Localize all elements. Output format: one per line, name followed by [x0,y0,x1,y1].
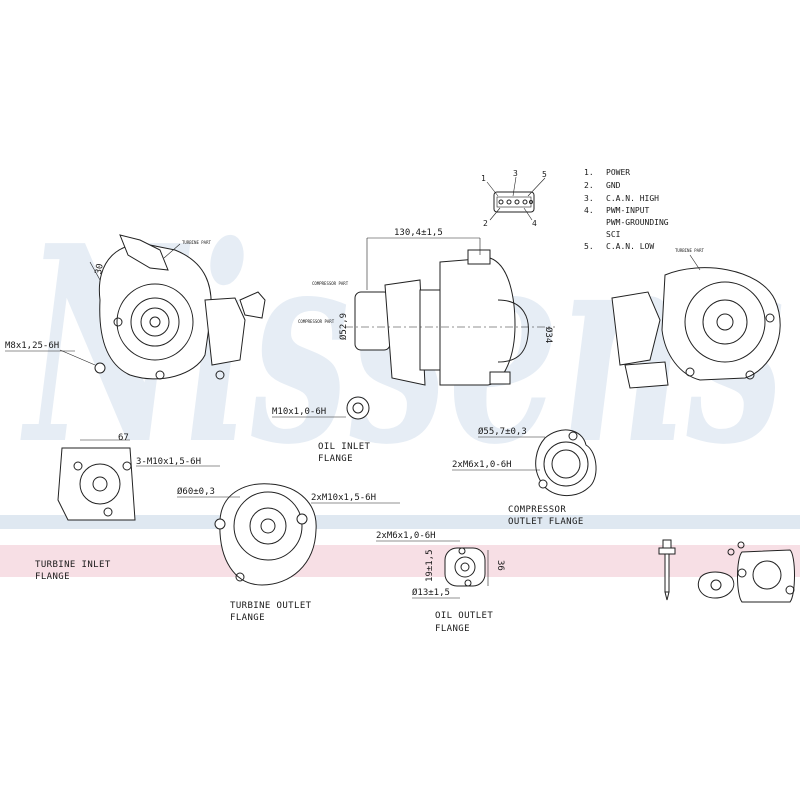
oil-outlet-flange: 2xM6x1,0-6H 19±1,5 36 Ø13±1,5 OIL OUTLET… [376,531,505,634]
legend-num-3: 3. [584,194,594,203]
oil-inlet-label-1: OIL INLET [318,442,371,452]
left-view-dim: 30 [94,263,106,275]
oil-outlet-height-1: 19±1,5 [425,549,435,582]
turbine-outlet-label-2: FLANGE [230,613,265,623]
turbine-inlet-thread: 3-M10x1,5-6H [136,457,201,467]
accent-band [0,545,800,577]
left-turbine-part-note: TURBINE PART [182,240,211,245]
legend-label-4b: PWM-GROUNDING [606,218,669,227]
pin-5-label: 5 [542,170,547,179]
compressor-outlet-label-2: OUTLET FLANGE [508,517,584,527]
bolt-and-gaskets [658,539,795,603]
oil-inlet-thread: M10x1,0-6H [272,407,326,417]
legend-num-2: 2. [584,181,594,190]
oil-outlet-label-1: OIL OUTLET [435,611,493,621]
legend-label-3: C.A.N. HIGH [606,194,659,203]
main-diameter-1: Ø52,9 [338,313,349,340]
pin-legend: 1. POWER 2. GND 3. C.A.N. HIGH 4. PWM-IN… [584,168,669,251]
turbo-right-view: TURBINE PART [611,248,781,389]
legend-num-1: 1. [584,168,594,177]
turbine-inlet-width: 67 [118,433,129,443]
left-thread-label: M8x1,25-6H [5,341,59,351]
pin-3-label: 3 [513,169,518,178]
legend-label-1: POWER [606,168,630,177]
top-band [0,515,800,529]
turbine-inlet-label-1: TURBINE INLET [35,560,111,570]
legend-label-4: PWM-INPUT [606,206,650,215]
compressor-outlet-label-1: COMPRESSOR [508,505,566,515]
oil-outlet-height-2: 36 [495,560,505,571]
pin-2-label: 2 [483,219,488,228]
turbine-outlet-thread: 2xM10x1,5-6H [311,493,376,503]
legend-num-5: 5. [584,242,594,251]
legend-label-2: GND [606,181,621,190]
turbine-outlet-label-1: TURBINE OUTLET [230,601,312,611]
turbo-left-view: 30 TURBINE PART M8x1,25-6H [5,234,266,380]
comp-part-side-note: COMPRESSOR PART [298,319,335,324]
length-dimension: 130,4±1,5 [394,228,443,238]
turbine-outlet-flange: Ø60±0,3 2xM10x1,5-6H TURBINE OUTLET FLAN… [177,483,400,623]
main-diameter-2: Ø34 [543,327,554,343]
turbine-outlet-diameter: Ø60±0,3 [177,486,215,497]
right-turbine-part-note: TURBINE PART [675,248,704,253]
turbo-center-view: 130,4±1,5 Ø52,9 Ø34 COMPRESSOR PART COMP… [272,228,555,464]
legend-num-4: 4. [584,206,594,215]
comp-part-note: COMPRESSOR PART [312,281,349,286]
compressor-outlet-thread: 2xM6x1,0-6H [452,460,512,470]
pin-4-label: 4 [532,219,537,228]
legend-label-5: C.A.N. LOW [606,242,654,251]
turbine-inlet-flange: 67 3-M10x1,5-6H TURBINE INLET FLANGE [35,433,220,582]
oil-outlet-thread: 2xM6x1,0-6H [376,531,436,541]
turbine-inlet-label-2: FLANGE [35,572,70,582]
pin-1-label: 1 [481,174,486,183]
connector-diagram: 1 3 5 2 4 [481,169,547,228]
compressor-outlet-diameter: Ø55,7±0,3 [478,426,527,437]
oil-outlet-label-2: FLANGE [435,624,470,634]
legend-label-4c: SCI [606,230,621,239]
oil-outlet-diameter: Ø13±1,5 [412,587,450,598]
oil-inlet-label-2: FLANGE [318,454,353,464]
compressor-outlet-flange: Ø55,7±0,3 2xM6x1,0-6H COMPRESSOR OUTLET … [452,426,597,527]
